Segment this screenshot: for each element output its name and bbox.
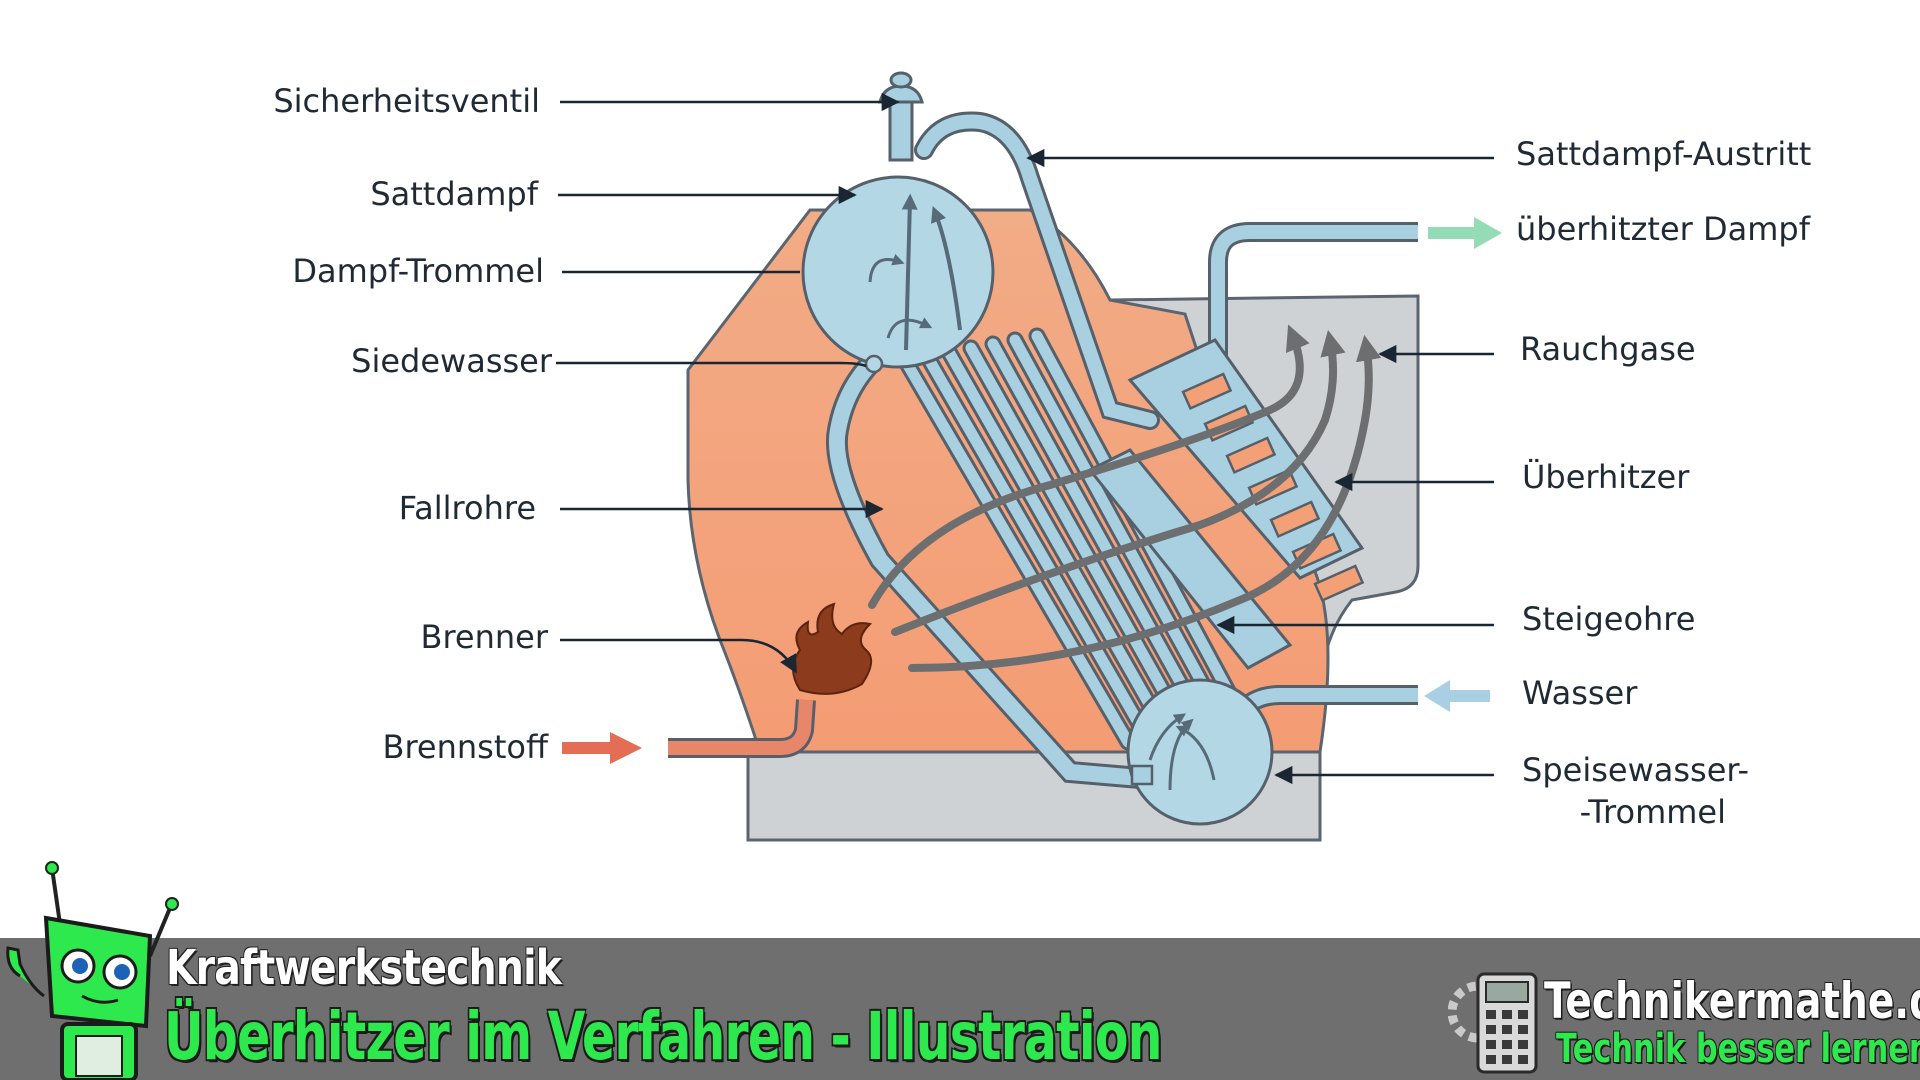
superheater-fin — [1181, 372, 1233, 411]
steam-drum — [801, 71, 995, 374]
superheater-fin — [1313, 564, 1365, 603]
superheater-fin — [1225, 436, 1277, 475]
label-dampf-trommel: Dampf-Trommel — [292, 252, 544, 290]
title-banner — [0, 938, 1920, 1080]
label-sattdampf: Sattdampf — [370, 175, 538, 213]
video-title: Überhitzer im Verfahren - Illustration — [164, 998, 1162, 1075]
flue-gas-arrows — [868, 324, 1382, 672]
label-fallrohre: Fallrohre — [399, 489, 536, 527]
label-steigeohre: Steigeohre — [1522, 600, 1695, 638]
riser-tube — [899, 354, 1134, 748]
label-ueberhitzer: Überhitzer — [1522, 458, 1690, 496]
label-siedewasser: Siedewasser — [351, 342, 553, 380]
riser-tube — [987, 338, 1206, 724]
fuel-arrow-icon — [562, 732, 642, 764]
riser-tube — [921, 350, 1152, 742]
label-speisewasser-line1: Speisewasser- — [1522, 751, 1749, 789]
label-brennstoff: Brennstoff — [383, 728, 549, 766]
label-sattdampf-austritt: Sattdampf-Austritt — [1516, 135, 1811, 173]
robot-mascot-icon — [6, 861, 179, 1080]
right-labels: Sattdampf-Austritt überhitzter Dampf Rau… — [1026, 135, 1811, 831]
label-brenner: Brenner — [421, 618, 549, 656]
superheated-steam-arrow-icon — [1428, 217, 1502, 249]
burner — [668, 602, 873, 758]
superheater — [1087, 338, 1365, 670]
course-name: Kraftwerkstechnik — [166, 940, 562, 996]
calculator-logo-icon — [1448, 972, 1538, 1074]
superheater-fin — [1269, 500, 1321, 539]
brand-slogan: Technik besser lernen — [1556, 1026, 1920, 1072]
feedwater-drum — [1126, 678, 1274, 826]
label-ueberhitzter-dampf: überhitzter Dampf — [1516, 210, 1811, 248]
riser-tube — [943, 346, 1170, 736]
water-in-arrow-icon — [1424, 680, 1490, 712]
riser-tube — [1009, 334, 1224, 718]
boiler-diagram: Sicherheitsventil Sattdampf Dampf-Tromme… — [273, 71, 1811, 842]
riser-tubes — [896, 327, 1245, 751]
label-wasser: Wasser — [1522, 674, 1638, 712]
label-speisewasser-line2: -Trommel — [1580, 793, 1726, 831]
label-sicherheitsventil: Sicherheitsventil — [273, 82, 540, 120]
left-labels: Sicherheitsventil Sattdampf Dampf-Tromme… — [273, 82, 900, 766]
riser-tube — [965, 342, 1188, 730]
brand-name: Technikermathe.de — [1544, 972, 1920, 1030]
label-rauchgase: Rauchgase — [1520, 330, 1696, 368]
